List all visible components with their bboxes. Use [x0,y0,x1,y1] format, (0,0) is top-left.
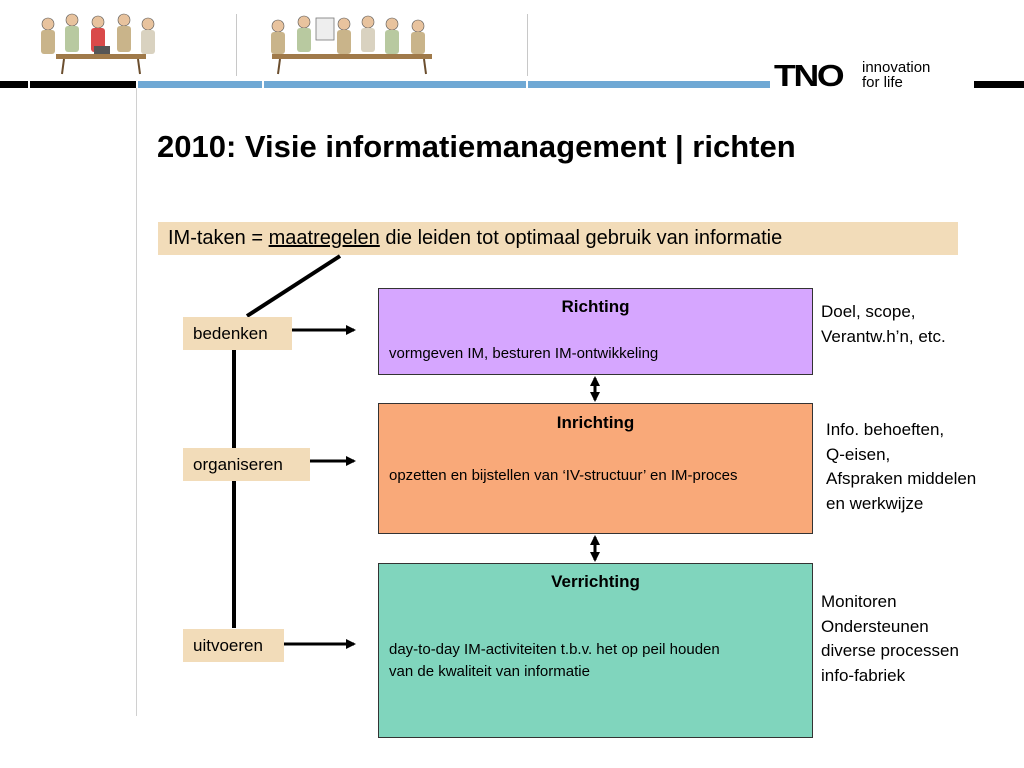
people-meeting-illustration-left [41,13,155,75]
slide-title: 2010: Visie informatiemanagement | richt… [157,129,796,164]
definition-text: IM-taken = maatregelen die leiden tot op… [168,227,783,249]
people-meeting-illustration-right [271,15,432,75]
task-label-uitvoeren: uitvoeren [183,629,284,662]
header-divider [527,14,528,76]
level-description: vormgeven IM, besturen IM-ontwikkeling [389,345,659,362]
level-box-inrichting: Inrichting opzetten en bijstellen van ‘I… [378,403,813,534]
header-divider [236,14,237,76]
logo-mark: TNO [774,58,845,93]
level-description: opzetten en bijstellen van ‘IV-structuur… [389,467,738,484]
level-title: Inrichting [556,413,635,432]
header-bar-black-right [974,81,1024,88]
notes-inrichting: Info. behoeften, Q-eisen, Afspraken midd… [826,420,977,513]
notes-richting: Doel, scope, Verantw.h’n, etc. [821,302,946,346]
task-label-bedenken: bedenken [183,317,292,350]
level-box-verrichting: Verrichting day-to-day IM-activiteiten t… [378,563,813,738]
level-description: day-to-day IM-activiteiten t.b.v. het op… [389,641,720,680]
definition-connector [245,254,342,318]
notes-verrichting: Monitoren Ondersteunen diverse processen… [821,592,959,685]
tno-logo: TNO innovation for life [774,58,974,98]
level-title: Richting [561,297,630,316]
header-bar-blue [138,81,262,88]
definition-keyword: maatregelen [268,227,380,249]
header-bar-blue [264,81,526,88]
header-bar-black-left [0,81,28,88]
task-label-organiseren: organiseren [183,448,310,481]
definition-bar: IM-taken = maatregelen die leiden tot op… [158,222,958,255]
level-box-richting: Richting vormgeven IM, besturen IM-ontwi… [378,288,813,375]
logo-tagline: innovation for life [862,59,931,91]
header-bar-black [30,81,136,88]
header-bar-blue [528,81,770,88]
slide-guide-line [136,88,137,716]
level-title: Verrichting [551,572,640,591]
